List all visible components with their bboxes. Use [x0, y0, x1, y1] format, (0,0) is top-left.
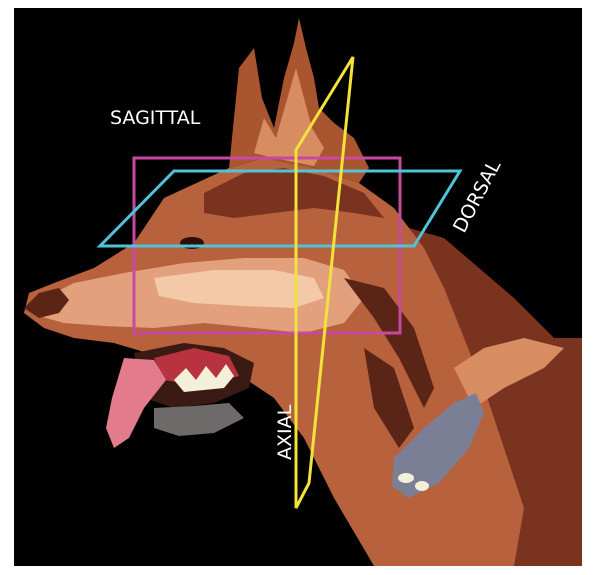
- dog-collar-buckle: [415, 481, 429, 491]
- dog-collar-buckle: [398, 473, 414, 483]
- diagram-frame: SAGITTAL DORSAL AXIAL: [14, 8, 582, 566]
- sagittal-label: SAGITTAL: [110, 107, 201, 129]
- anatomical-planes-diagram: SAGITTAL DORSAL AXIAL: [14, 8, 582, 566]
- axial-label: AXIAL: [274, 404, 296, 460]
